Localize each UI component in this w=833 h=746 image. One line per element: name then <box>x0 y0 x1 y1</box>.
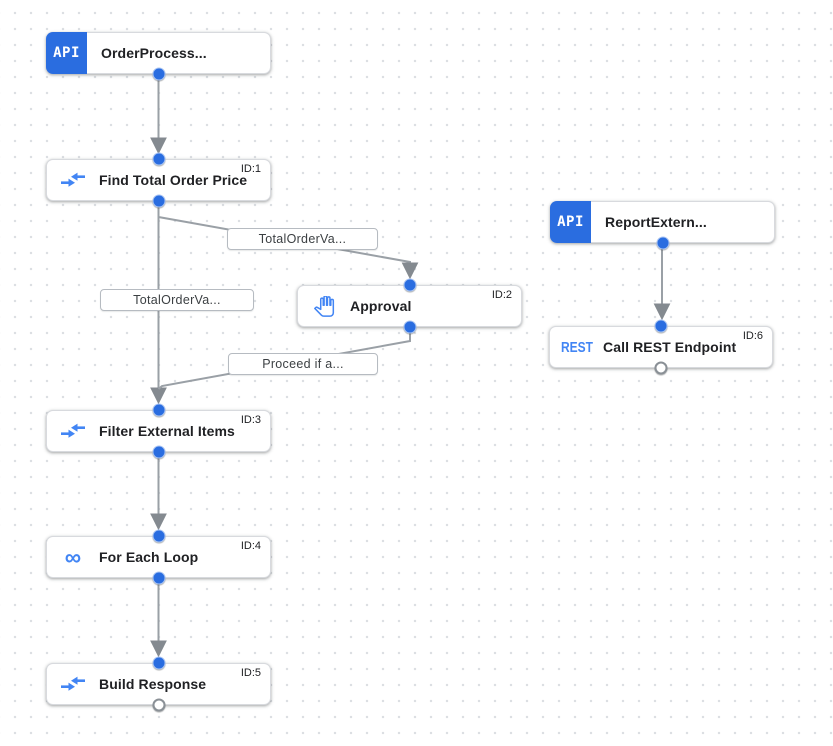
data-mapping-icon <box>60 420 86 442</box>
input-port[interactable] <box>654 319 668 333</box>
node-title: ReportExtern... <box>605 214 707 230</box>
output-port-open[interactable] <box>152 698 165 712</box>
api-trigger-badge-icon: API <box>550 201 591 243</box>
node-call-rest-endpoint[interactable]: REST Call REST Endpoint ID:6 <box>549 319 773 375</box>
node-title: Call REST Endpoint <box>603 339 737 355</box>
edge-label-text: Proceed if a... <box>262 357 344 371</box>
node-id-badge: ID:5 <box>240 667 261 679</box>
output-port-open[interactable] <box>654 361 668 375</box>
output-port[interactable] <box>152 445 165 459</box>
input-port[interactable] <box>152 152 165 166</box>
input-port[interactable] <box>152 529 165 543</box>
node-filter-external-items[interactable]: Filter External Items ID:3 <box>46 403 271 459</box>
output-port[interactable] <box>152 194 165 208</box>
node-approval[interactable]: Approval ID:2 <box>297 278 522 334</box>
input-port[interactable] <box>152 656 165 670</box>
for-each-loop-icon: ∞ <box>64 544 82 570</box>
edge-label-proceed-if[interactable]: Proceed if a... <box>228 353 378 375</box>
node-reportextern-trigger[interactable]: API ReportExtern... <box>550 201 775 250</box>
api-trigger-badge-icon: API <box>46 32 87 74</box>
node-title: For Each Loop <box>99 549 199 565</box>
node-title: Approval <box>350 298 412 314</box>
edge-label-text: TotalOrderVa... <box>133 293 221 307</box>
node-title: Build Response <box>99 676 207 692</box>
edge-label-totalorderva-filter[interactable]: TotalOrderVa... <box>100 289 254 311</box>
input-port[interactable] <box>403 278 416 292</box>
approval-hand-icon <box>311 295 337 317</box>
node-title: Find Total Order Price <box>99 172 248 188</box>
node-id-badge: ID:3 <box>240 414 261 426</box>
output-port[interactable] <box>656 236 669 250</box>
edge-label-totalorderva-approval[interactable]: TotalOrderVa... <box>227 228 378 250</box>
edge-label-text: TotalOrderVa... <box>258 232 347 246</box>
node-id-badge: ID:6 <box>742 330 763 342</box>
output-port[interactable] <box>152 571 165 585</box>
node-title: Filter External Items <box>99 423 235 439</box>
output-port[interactable] <box>152 67 165 81</box>
node-find-total-order-price[interactable]: Find Total Order Price ID:1 <box>46 152 271 208</box>
node-title: OrderProcess... <box>101 45 207 61</box>
node-id-badge: ID:4 <box>240 540 261 552</box>
data-mapping-icon <box>60 673 86 695</box>
node-id-badge: ID:1 <box>240 163 261 175</box>
node-build-response[interactable]: Build Response ID:5 <box>46 656 271 712</box>
node-orderprocess-trigger[interactable]: API OrderProcess... <box>46 32 271 81</box>
input-port[interactable] <box>152 403 165 417</box>
data-mapping-icon <box>60 169 86 191</box>
output-port[interactable] <box>403 320 416 334</box>
node-for-each-loop[interactable]: ∞ For Each Loop ID:4 <box>46 529 271 585</box>
node-id-badge: ID:2 <box>491 289 512 301</box>
rest-icon: REST <box>561 338 594 356</box>
